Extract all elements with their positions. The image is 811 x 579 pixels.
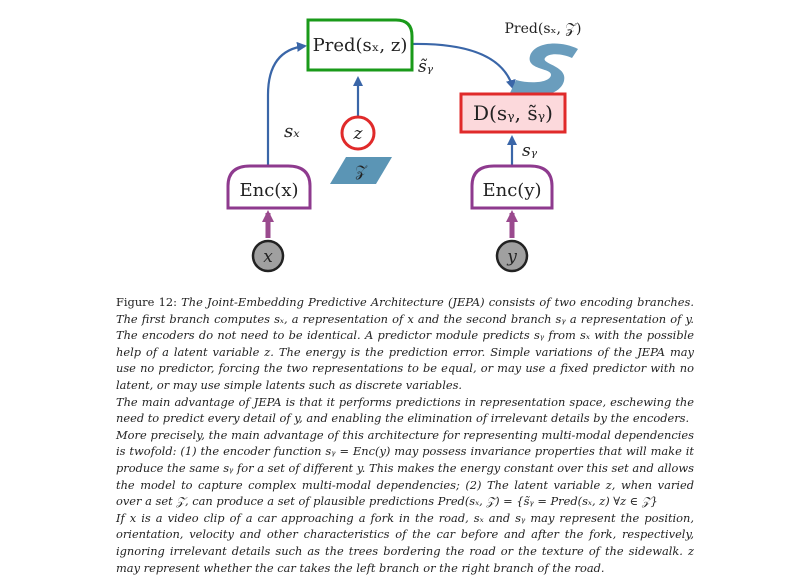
latent-set-shape (330, 157, 392, 184)
figure-caption: Figure 12: The Joint-Embedding Predictiv… (116, 294, 694, 576)
x-node-label: x (263, 247, 273, 267)
caption-paragraph-1: Figure 12: The Joint-Embedding Predictiv… (116, 294, 694, 394)
caption-paragraph-4: If x is a video clip of a car approachin… (116, 510, 694, 575)
pred-distribution-label: Pred(sₓ, 𝒵) (505, 21, 582, 37)
encoder-x-label: Enc(x) (239, 180, 298, 201)
sy-label: sᵧ (522, 141, 538, 161)
encoder-y-box (470, 164, 554, 210)
encoder-y-label: Enc(y) (482, 180, 541, 201)
jepa-diagram: Pred(sₓ, z) Pred(sₓ, 𝒵) D(sᵧ, s̃ᵧ) sₓ s̃… (226, 18, 582, 273)
prediction-set-shape (510, 43, 578, 97)
z-node (340, 115, 376, 151)
figure-label: Figure 12: (116, 295, 177, 309)
energy-label: D(sᵧ, s̃ᵧ) (473, 101, 553, 125)
predictor-box (306, 18, 414, 72)
caption-paragraph-3: More precisely, the main advantage of th… (116, 427, 694, 509)
sx-label: sₓ (284, 121, 300, 142)
z-node-label: z (353, 124, 364, 144)
predictor-label: Pred(sₓ, z) (313, 35, 408, 56)
x-node (251, 239, 285, 273)
sy-tilde-label: s̃ᵧ (418, 57, 434, 77)
sx-arrow (266, 41, 307, 165)
energy-box (459, 92, 567, 134)
sy-tilde-arrow (409, 42, 516, 90)
caption-paragraph-2: The main advantage of JEPA is that it pe… (116, 394, 694, 426)
encoder-x-box (226, 164, 312, 210)
y-node (495, 239, 529, 273)
y-node-label: y (506, 247, 517, 267)
caption-text-1: The Joint-Embedding Predictive Architect… (116, 295, 694, 392)
latent-set-label: 𝒵 (355, 162, 368, 180)
